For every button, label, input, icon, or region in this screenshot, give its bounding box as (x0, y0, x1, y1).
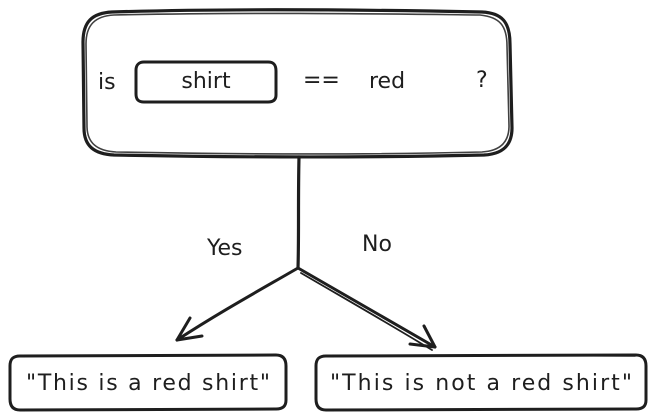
no-outcome-box (314, 353, 648, 412)
condition-prefix: is (98, 70, 116, 95)
condition-suffix: ? (476, 68, 488, 93)
condition-operator: == (303, 68, 340, 93)
no-outcome-text: "This is not a red shirt" (330, 371, 632, 396)
condition-box (81, 8, 514, 159)
yes-outcome-box (8, 353, 288, 412)
no-arrow (296, 266, 437, 351)
variable-box (134, 60, 278, 104)
connector-vertical (296, 155, 301, 270)
yes-arrow (175, 266, 300, 342)
yes-label: Yes (206, 236, 243, 261)
yes-outcome-text: "This is a red shirt" (26, 371, 270, 396)
no-label: No (362, 232, 392, 257)
condition-variable: shirt (181, 69, 231, 94)
condition-value: red (369, 69, 405, 94)
